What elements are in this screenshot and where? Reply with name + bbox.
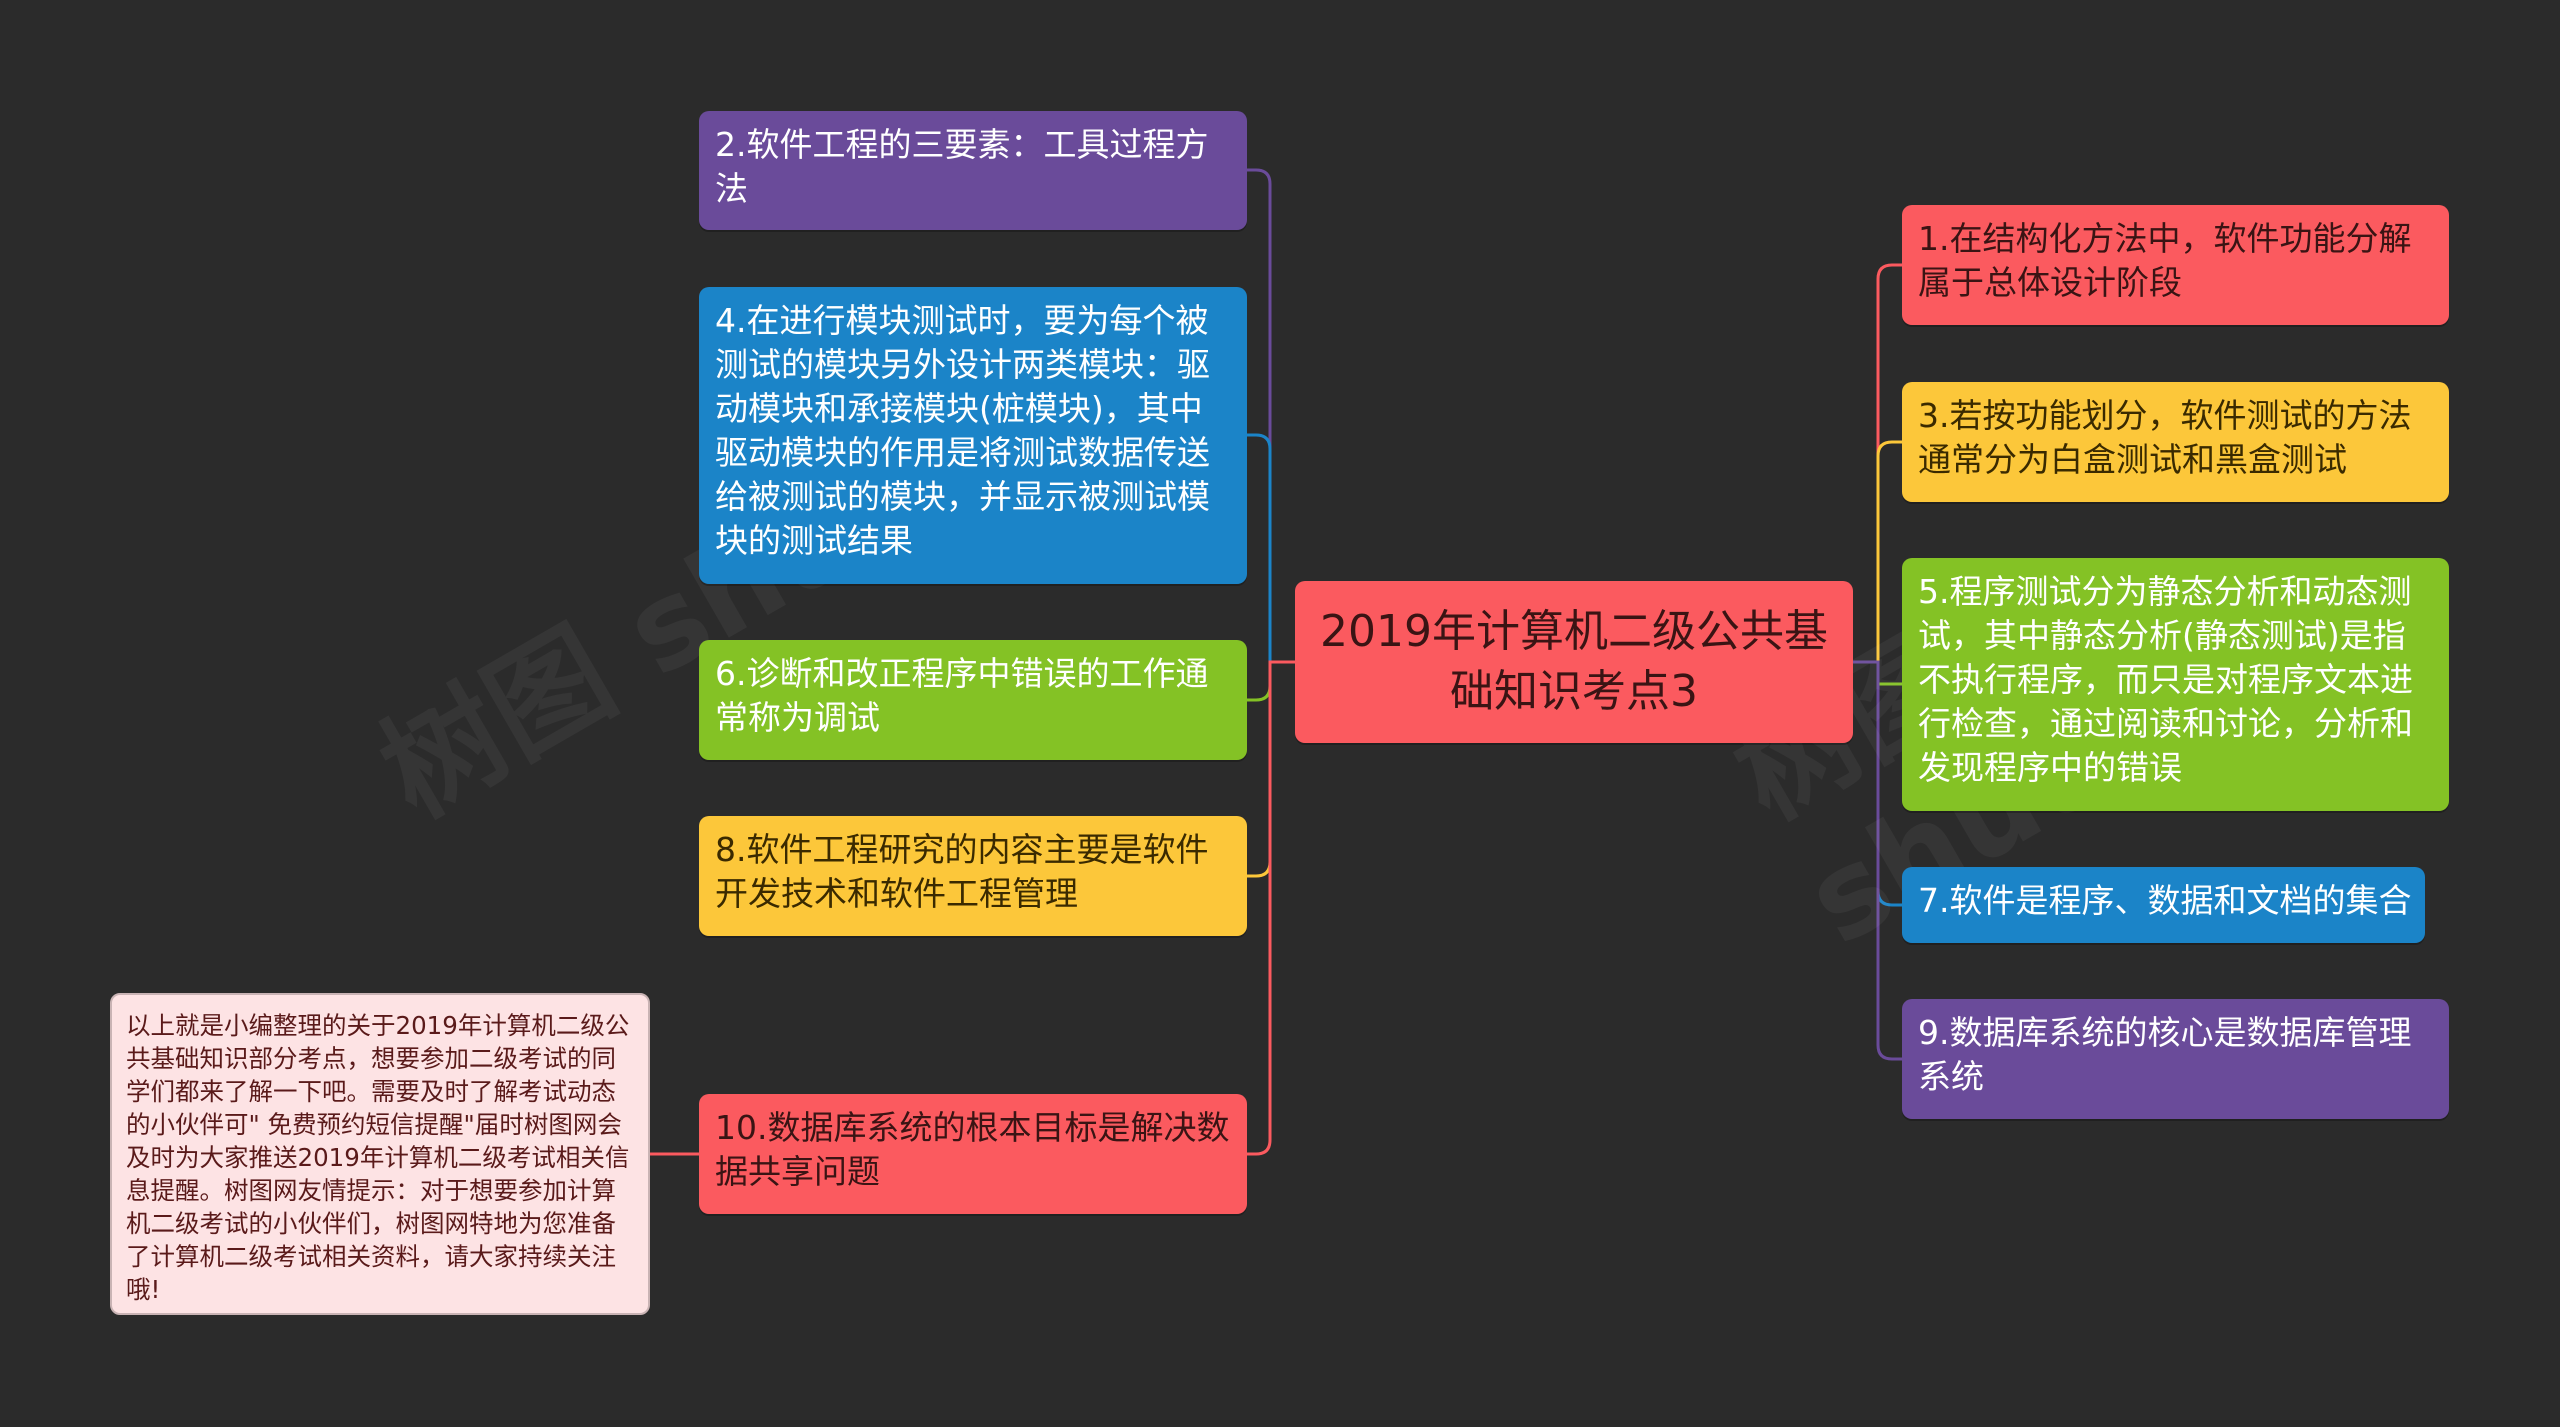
topic-node-10[interactable]: 10.数据库系统的根本目标是解决数据共享问题 xyxy=(699,1094,1247,1214)
topic-node-5-label: 5.程序测试分为静态分析和动态测试，其中静态分析(静态测试)是指不执行程序，而只… xyxy=(1918,572,2413,787)
connector-n1 xyxy=(1853,263,1902,664)
topic-node-2-label: 2.软件工程的三要素：工具过程方法 xyxy=(715,125,1209,208)
connector-n2 xyxy=(1247,168,1295,664)
topic-node-5[interactable]: 5.程序测试分为静态分析和动态测试，其中静态分析(静态测试)是指不执行程序，而只… xyxy=(1902,558,2449,811)
topic-node-1-label: 1.在结构化方法中，软件功能分解属于总体设计阶段 xyxy=(1918,219,2412,302)
center-topic-label: 2019年计算机二级公共基础知识考点3 xyxy=(1320,606,1828,717)
topic-node-8[interactable]: 8.软件工程研究的内容主要是软件开发技术和软件工程管理 xyxy=(699,816,1247,936)
topic-node-10-label: 10.数据库系统的根本目标是解决数据共享问题 xyxy=(715,1108,1230,1191)
summary-note-text: 以上就是小编整理的关于2019年计算机二级公共基础知识部分考点，想要参加二级考试… xyxy=(126,1011,630,1304)
topic-node-2[interactable]: 2.软件工程的三要素：工具过程方法 xyxy=(699,111,1247,230)
topic-node-4[interactable]: 4.在进行模块测试时，要为每个被测试的模块另外设计两类模块：驱动模块和承接模块(… xyxy=(699,287,1247,584)
topic-node-6[interactable]: 6.诊断和改正程序中错误的工作通常称为调试 xyxy=(699,640,1247,760)
topic-node-8-label: 8.软件工程研究的内容主要是软件开发技术和软件工程管理 xyxy=(715,830,1209,913)
topic-node-4-label: 4.在进行模块测试时，要为每个被测试的模块另外设计两类模块：驱动模块和承接模块(… xyxy=(715,301,1210,560)
connector-n10 xyxy=(1247,660,1295,1156)
topic-node-7[interactable]: 7.软件是程序、数据和文档的集合 xyxy=(1902,867,2425,943)
center-topic[interactable]: 2019年计算机二级公共基础知识考点3 xyxy=(1295,581,1853,743)
summary-note[interactable]: 以上就是小编整理的关于2019年计算机二级公共基础知识部分考点，想要参加二级考试… xyxy=(110,993,650,1315)
topic-node-3[interactable]: 3.若按功能划分，软件测试的方法通常分为白盒测试和黑盒测试 xyxy=(1902,382,2449,502)
topic-node-1[interactable]: 1.在结构化方法中，软件功能分解属于总体设计阶段 xyxy=(1902,205,2449,325)
topic-node-6-label: 6.诊断和改正程序中错误的工作通常称为调试 xyxy=(715,654,1209,737)
topic-node-9-label: 9.数据库系统的核心是数据库管理系统 xyxy=(1918,1013,2412,1096)
connector-n9 xyxy=(1853,660,1902,1061)
topic-node-7-label: 7.软件是程序、数据和文档的集合 xyxy=(1918,881,2412,920)
connector-n3 xyxy=(1853,440,1902,664)
topic-node-3-label: 3.若按功能划分，软件测试的方法通常分为白盒测试和黑盒测试 xyxy=(1918,396,2412,479)
connector-n4 xyxy=(1247,433,1295,664)
topic-node-9[interactable]: 9.数据库系统的核心是数据库管理系统 xyxy=(1902,999,2449,1119)
